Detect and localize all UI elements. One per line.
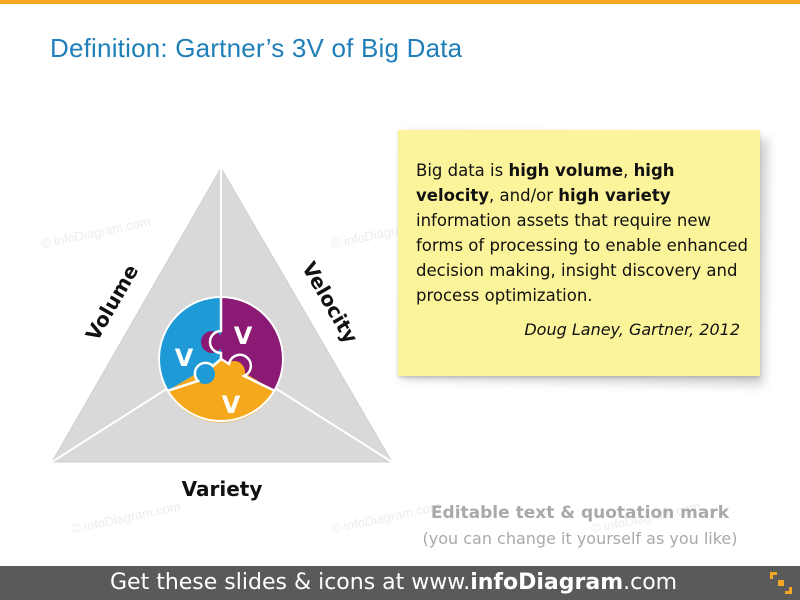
footer-text[interactable]: Get these slides & icons at www.infoDiag… bbox=[110, 570, 678, 595]
label-variety: Variety bbox=[182, 477, 263, 501]
infodiagram-logo-icon bbox=[770, 572, 792, 594]
slide-title: Definition: Gartner’s 3V of Big Data bbox=[50, 33, 463, 63]
top-accent-rule bbox=[0, 0, 800, 4]
puzzle-seam bbox=[208, 297, 223, 359]
editable-hint-subtitle: (you can change it yourself as you like) bbox=[422, 529, 738, 548]
sticky-note: Big data is high volume, high velocity, … bbox=[398, 130, 760, 376]
puzzle-seam bbox=[166, 358, 222, 393]
puzzle-seam bbox=[220, 353, 276, 393]
puzzle-outline bbox=[158, 296, 284, 422]
puzzle-knob bbox=[201, 331, 223, 353]
puzzle-knob bbox=[223, 361, 245, 383]
puzzle-piece-bottom bbox=[167, 359, 275, 423]
quote-text: Big data is high volume, high velocity, … bbox=[416, 161, 748, 305]
puzzle-letter-left: V bbox=[175, 344, 194, 372]
puzzle-letter-right: V bbox=[234, 322, 253, 350]
footer-bar: Get these slides & icons at www.infoDiag… bbox=[0, 566, 800, 600]
puzzle-knob bbox=[195, 364, 215, 384]
divider-line bbox=[274, 387, 393, 463]
editable-hint-title: Editable text & quotation mark bbox=[430, 503, 730, 523]
puzzle-letter-bottom: V bbox=[222, 391, 241, 419]
puzzle-circle bbox=[158, 296, 284, 423]
quote-author: Doug Laney, Gartner, 2012 bbox=[524, 320, 740, 339]
divider-line bbox=[51, 387, 169, 463]
